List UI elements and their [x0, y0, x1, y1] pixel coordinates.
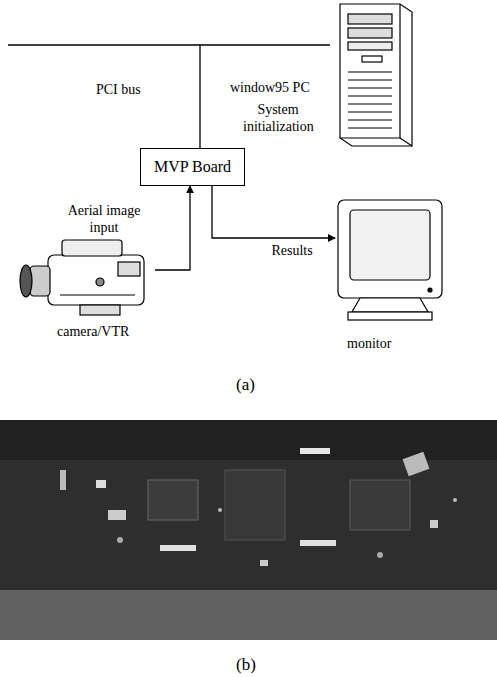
pc-tower — [340, 4, 412, 146]
edge-label: Results — [262, 243, 322, 260]
camcorder — [20, 240, 144, 315]
box-label: MVP Board — [154, 158, 231, 176]
edge-label: Aerial image input — [58, 203, 150, 237]
connector — [200, 45, 330, 148]
figure-label: (b) — [236, 655, 256, 675]
device-label: window95 PC — [230, 80, 310, 96]
device-label: camera/VTR — [57, 324, 129, 340]
process-box: MVP Board — [140, 148, 245, 186]
connector — [212, 186, 335, 238]
bus-line — [8, 44, 200, 45]
monitor-node: monitor — [335, 196, 447, 324]
board-photo — [0, 420, 497, 640]
device-label: monitor — [347, 336, 391, 352]
figure-label: (a) — [236, 375, 255, 395]
edge-label: System initialization — [243, 102, 313, 136]
crt-monitor — [338, 200, 442, 320]
bus-label: PCI bus — [96, 82, 141, 99]
pc-node: window95 PC — [330, 0, 418, 150]
camera-node: camera/VTR — [15, 238, 155, 320]
connector — [155, 186, 190, 270]
